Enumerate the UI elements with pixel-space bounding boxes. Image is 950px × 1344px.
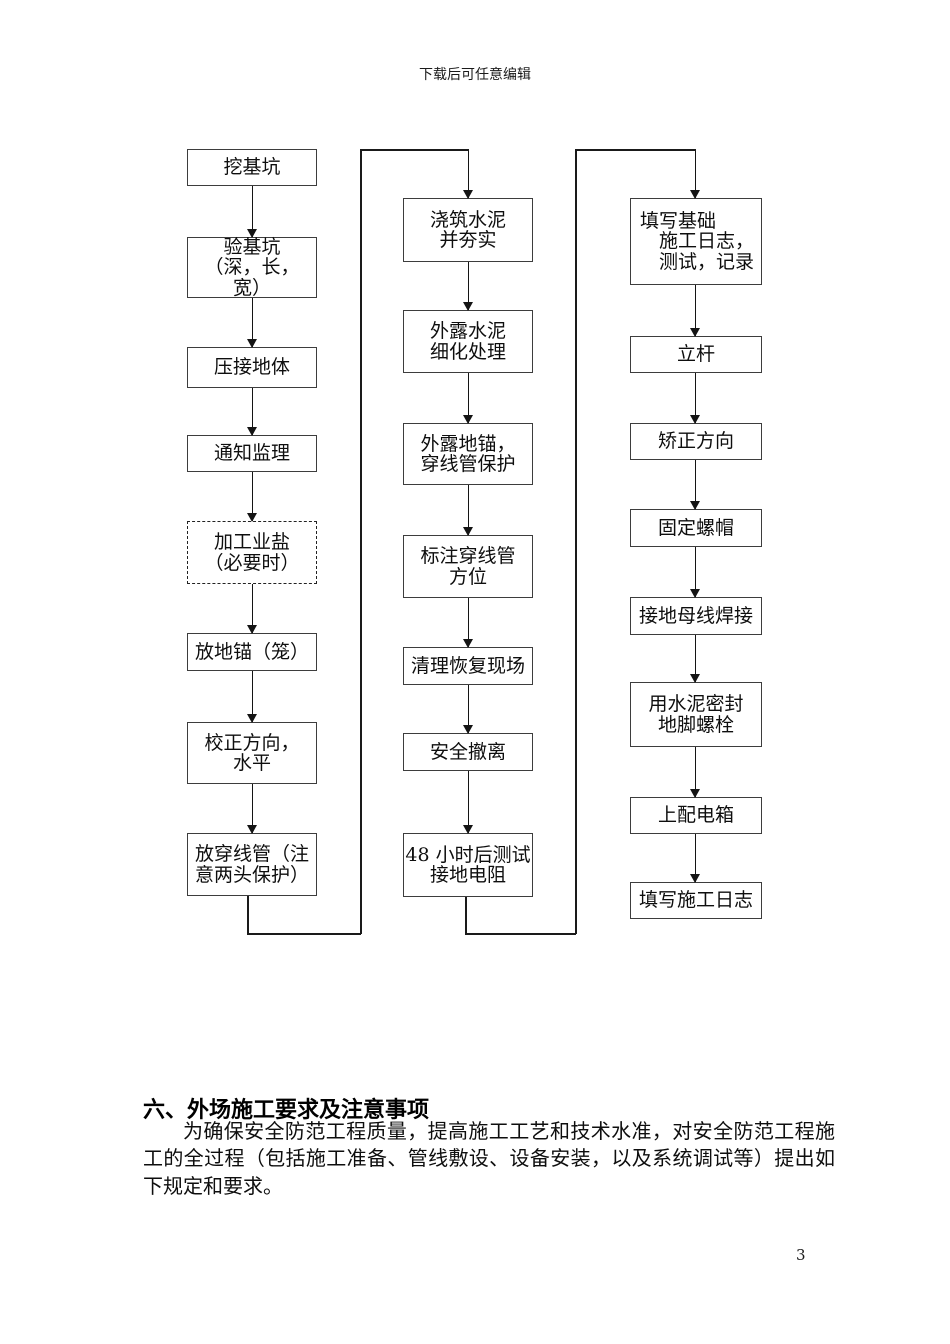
flow-arrow-down-icon xyxy=(462,149,473,199)
flow-box-label: 放地锚（笼） xyxy=(194,640,309,663)
flow-arrow-down-icon xyxy=(462,771,473,834)
flow-arrow-down-icon xyxy=(689,373,700,424)
flow-box-label: 外露水泥 细化处理 xyxy=(429,320,506,363)
connector-line xyxy=(360,149,469,151)
flow-arrow-down-icon xyxy=(689,547,700,598)
flow-box-label: 48 小时后测试 接地电阻 xyxy=(405,843,531,886)
flow-box: 校正方向， 水平 xyxy=(187,722,317,784)
flow-box: 填写基础 施工日志， 测试，记录 xyxy=(630,198,762,285)
flow-box: 外露水泥 细化处理 xyxy=(403,310,533,373)
flow-box: 外露地锚， 穿线管保护 xyxy=(403,423,533,485)
connector-line xyxy=(575,149,577,934)
connector-line xyxy=(465,897,467,935)
section-heading: 六、外场施工要求及注意事项 xyxy=(143,1098,430,1123)
flow-box: 通知监理 xyxy=(187,435,317,472)
section-paragraph: 为确保安全防范工程质量，提高施工工艺和技术水准，对安全防范工程施工的全过程（包括… xyxy=(143,1119,835,1198)
flow-arrow-down-icon xyxy=(246,186,257,238)
flow-box: 接地母线焊接 xyxy=(630,597,762,635)
flow-box-label: 矫正方向 xyxy=(657,430,734,453)
flow-box: 放穿线管（注 意两头保护） xyxy=(187,833,317,896)
flow-box: 标注穿线管 方位 xyxy=(403,535,533,598)
flow-arrow-down-icon xyxy=(246,584,257,634)
flow-box: 矫正方向 xyxy=(630,423,762,460)
flow-box: 浇筑水泥 并夯实 xyxy=(403,198,533,262)
page-number: 3 xyxy=(796,1246,806,1264)
flow-box: 放地锚（笼） xyxy=(187,633,317,671)
flow-box-label: 通知监理 xyxy=(213,442,290,465)
header-note: 下载后可任意编辑 xyxy=(419,67,531,83)
flow-arrow-down-icon xyxy=(689,460,700,510)
flow-box: 用水泥密封 地脚螺栓 xyxy=(630,682,762,747)
connector-line xyxy=(465,933,576,935)
flow-box-label: 接地母线焊接 xyxy=(638,604,753,627)
flow-box-label: 挖基坑 xyxy=(223,156,281,179)
connector-line xyxy=(575,149,696,151)
flow-arrow-down-icon xyxy=(689,149,700,199)
flow-arrow-down-icon xyxy=(689,834,700,883)
flow-arrow-down-icon xyxy=(689,747,700,798)
flow-box: 清理恢复现场 xyxy=(403,647,533,685)
flow-box-label: 用水泥密封 地脚螺栓 xyxy=(648,693,744,736)
flow-box-label: 立杆 xyxy=(676,343,715,366)
connector-line xyxy=(360,149,362,934)
flow-box-label: 校正方向， 水平 xyxy=(204,731,300,774)
flow-arrow-down-icon xyxy=(462,598,473,648)
flow-box: 验基坑 （深，长， 宽） xyxy=(187,237,317,298)
flow-box-label: 放穿线管（注 意两头保护） xyxy=(194,843,309,886)
flow-arrow-down-icon xyxy=(246,784,257,834)
flow-arrow-down-icon xyxy=(246,388,257,436)
flow-box-label: 加工业盐 （必要时） xyxy=(204,531,300,574)
flow-box-label: 填写基础 施工日志， 测试，记录 xyxy=(640,209,755,273)
flow-box-label: 清理恢复现场 xyxy=(410,654,525,677)
flow-box: 压接地体 xyxy=(187,347,317,388)
flow-box: 立杆 xyxy=(630,336,762,373)
connector-line xyxy=(247,896,249,935)
flow-box-label: 上配电箱 xyxy=(657,804,734,827)
flow-box-label: 标注穿线管 方位 xyxy=(420,545,516,588)
flow-box-label: 安全撤离 xyxy=(429,740,506,763)
flow-box-label: 验基坑 （深，长， 宽） xyxy=(204,235,300,299)
flow-arrow-down-icon xyxy=(462,373,473,424)
flow-box-label: 填写施工日志 xyxy=(638,889,753,912)
flow-box: 挖基坑 xyxy=(187,149,317,186)
flow-arrow-down-icon xyxy=(246,298,257,348)
flow-box-label: 固定螺帽 xyxy=(657,516,734,539)
flow-arrow-down-icon xyxy=(689,635,700,683)
connector-line xyxy=(247,933,361,935)
flow-box: 固定螺帽 xyxy=(630,509,762,547)
flow-arrow-down-icon xyxy=(246,671,257,723)
flow-box-label: 外露地锚， 穿线管保护 xyxy=(420,432,516,475)
flow-box-label: 压接地体 xyxy=(213,356,290,379)
flow-box: 上配电箱 xyxy=(630,797,762,834)
flow-arrow-down-icon xyxy=(462,262,473,311)
flow-box: 48 小时后测试 接地电阻 xyxy=(403,833,533,897)
flow-box-optional: 加工业盐 （必要时） xyxy=(187,521,317,584)
flow-arrow-down-icon xyxy=(689,285,700,337)
flow-arrow-down-icon xyxy=(462,685,473,734)
flow-box: 安全撤离 xyxy=(403,733,533,771)
flow-arrow-down-icon xyxy=(462,485,473,536)
flow-arrow-down-icon xyxy=(246,472,257,522)
flow-box-label: 浇筑水泥 并夯实 xyxy=(429,208,506,251)
flow-box: 填写施工日志 xyxy=(630,882,762,919)
